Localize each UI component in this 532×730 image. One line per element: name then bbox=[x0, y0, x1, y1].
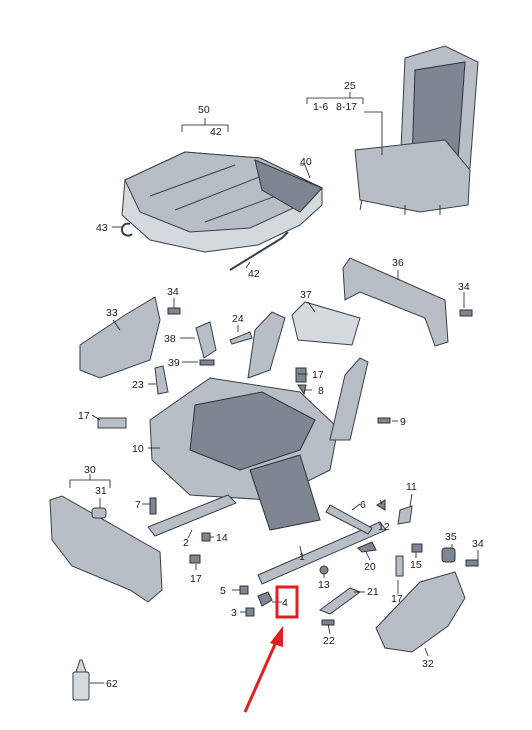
part-label-20: 20 bbox=[364, 561, 376, 573]
clip-8 bbox=[297, 384, 307, 396]
part-label-22: 22 bbox=[323, 635, 335, 647]
part-label-40: 40 bbox=[300, 156, 312, 168]
trim-cover-36 bbox=[342, 257, 449, 347]
bolt-39 bbox=[199, 359, 215, 366]
seat-back-frame bbox=[354, 45, 479, 215]
part-label-34-right-bottom: 34 bbox=[472, 538, 484, 550]
part-label-32: 32 bbox=[422, 658, 434, 670]
wire-rod bbox=[229, 231, 289, 271]
bolt-9 bbox=[377, 417, 391, 424]
part-label-31: 31 bbox=[95, 485, 107, 497]
part-label-12: 12 bbox=[378, 521, 390, 533]
part-label-39: 39 bbox=[168, 357, 180, 369]
side-trim-33 bbox=[79, 296, 161, 379]
part-label-36: 36 bbox=[392, 257, 404, 269]
part-label-33: 33 bbox=[106, 307, 118, 319]
leader-lines bbox=[69, 92, 479, 684]
bracket-11 bbox=[397, 505, 413, 525]
part-label-50: 50 bbox=[198, 104, 210, 116]
clip-14 bbox=[201, 532, 211, 542]
red-arrow bbox=[243, 626, 283, 713]
part-label-7: 7 bbox=[135, 499, 141, 511]
spring-17a bbox=[97, 417, 127, 429]
bolt-34c bbox=[465, 559, 479, 567]
part-label-30: 30 bbox=[84, 464, 96, 476]
bolt-7 bbox=[149, 497, 157, 515]
spring-17d bbox=[395, 555, 404, 577]
clip-17c bbox=[189, 554, 201, 564]
bolt-34b bbox=[459, 309, 473, 317]
cap-20 bbox=[357, 541, 377, 553]
part-label-5: 5 bbox=[220, 585, 226, 597]
part-label-2: 2 bbox=[183, 537, 189, 549]
clip-4 bbox=[257, 591, 273, 607]
part-label-43: 43 bbox=[96, 222, 108, 234]
part-label-34-left: 34 bbox=[167, 286, 179, 298]
seat-frame bbox=[149, 311, 369, 531]
cover-32 bbox=[375, 571, 466, 653]
part-label-4: 4 bbox=[282, 597, 288, 609]
handle-38 bbox=[195, 321, 217, 359]
part-label-8-17: 8-17 bbox=[336, 101, 357, 113]
part-label-3: 3 bbox=[231, 607, 237, 619]
seat-cushion bbox=[121, 151, 323, 253]
part-label-1-6: 1-6 bbox=[313, 101, 328, 113]
adhesive-bottle-62 bbox=[72, 659, 90, 701]
clip-ring bbox=[120, 222, 133, 237]
cap-31 bbox=[91, 507, 107, 519]
part-label-38: 38 bbox=[164, 333, 176, 345]
lever-23 bbox=[154, 365, 169, 395]
part-label-23: 23 bbox=[132, 379, 144, 391]
part-label-17-left: 17 bbox=[78, 410, 90, 422]
part-label-37: 37 bbox=[300, 289, 312, 301]
part-label-17-lower-right: 17 bbox=[391, 593, 403, 605]
part-label-42-upper: 42 bbox=[210, 126, 222, 138]
cap-35 bbox=[441, 547, 456, 563]
part-label-1: 1 bbox=[299, 551, 305, 563]
part-label-13: 13 bbox=[318, 579, 330, 591]
bolt-34a bbox=[167, 307, 181, 315]
part-label-14: 14 bbox=[216, 532, 228, 544]
seat-rail-2 bbox=[147, 494, 237, 537]
part-labels: 50 42 40 43 42 25 1-6 8-17 36 34 37 34 3… bbox=[78, 80, 484, 690]
clip-5 bbox=[239, 585, 249, 595]
nut-13 bbox=[319, 565, 329, 575]
part-label-8: 8 bbox=[318, 385, 324, 397]
part-label-15: 15 bbox=[410, 559, 422, 571]
part-label-17-upper: 17 bbox=[312, 369, 324, 381]
panel-37 bbox=[291, 301, 361, 346]
seat-rail-1 bbox=[257, 521, 387, 585]
part-label-6: 6 bbox=[360, 499, 366, 511]
clip-15 bbox=[411, 543, 423, 553]
part-label-62: 62 bbox=[106, 678, 118, 690]
part-label-21: 21 bbox=[367, 586, 379, 598]
part-label-11: 11 bbox=[406, 481, 417, 493]
part-label-42-lower: 42 bbox=[248, 268, 260, 280]
spring-17b bbox=[295, 367, 307, 383]
part-label-25: 25 bbox=[344, 80, 356, 92]
part-label-24: 24 bbox=[232, 313, 244, 325]
bar-6 bbox=[325, 504, 373, 535]
lever-24 bbox=[229, 331, 253, 345]
part-label-9: 9 bbox=[400, 416, 406, 428]
highlight-box bbox=[275, 585, 299, 619]
bolt-3 bbox=[245, 607, 255, 617]
part-label-10: 10 bbox=[132, 443, 144, 455]
part-label-17-lower-left: 17 bbox=[190, 573, 202, 585]
part-label-35: 35 bbox=[445, 531, 457, 543]
part-label-34-right-top: 34 bbox=[458, 281, 470, 293]
